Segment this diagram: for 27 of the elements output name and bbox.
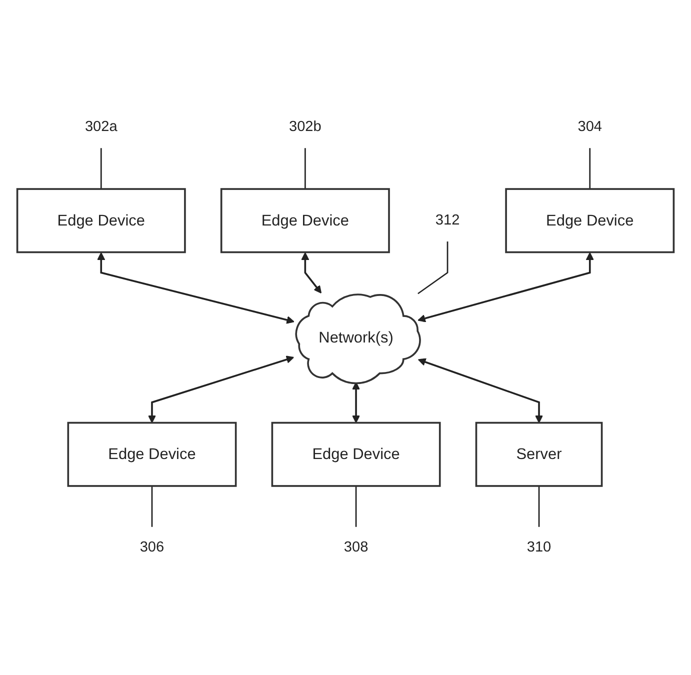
arrow <box>418 358 544 424</box>
leader-line <box>100 148 102 190</box>
leader-line <box>418 242 448 294</box>
leader-line <box>355 486 357 527</box>
device-box: Edge Device <box>16 188 186 254</box>
device-box: Edge Device <box>505 188 675 254</box>
reference-numeral: 304 <box>578 119 602 134</box>
device-box: Edge Device <box>67 422 237 487</box>
leader-line <box>304 148 306 190</box>
arrow <box>352 382 360 424</box>
reference-numeral: 312 <box>435 212 460 228</box>
reference-numeral: 306 <box>140 540 164 556</box>
device-box: Server <box>475 422 603 487</box>
device-box: Edge Device <box>220 188 390 254</box>
reference-numeral: 308 <box>344 540 368 556</box>
arrow <box>148 356 294 424</box>
leader-line <box>589 148 591 190</box>
device-box: Edge Device <box>271 422 441 487</box>
arrow <box>301 252 322 294</box>
reference-numeral: 310 <box>526 540 552 556</box>
arrow <box>418 252 594 322</box>
reference-numeral: 302b <box>288 119 322 134</box>
reference-numeral: 302a <box>84 119 118 134</box>
network-cloud: Network(s) <box>295 294 421 384</box>
leader-line <box>151 486 153 527</box>
arrow <box>97 252 294 324</box>
leader-line <box>538 486 540 527</box>
